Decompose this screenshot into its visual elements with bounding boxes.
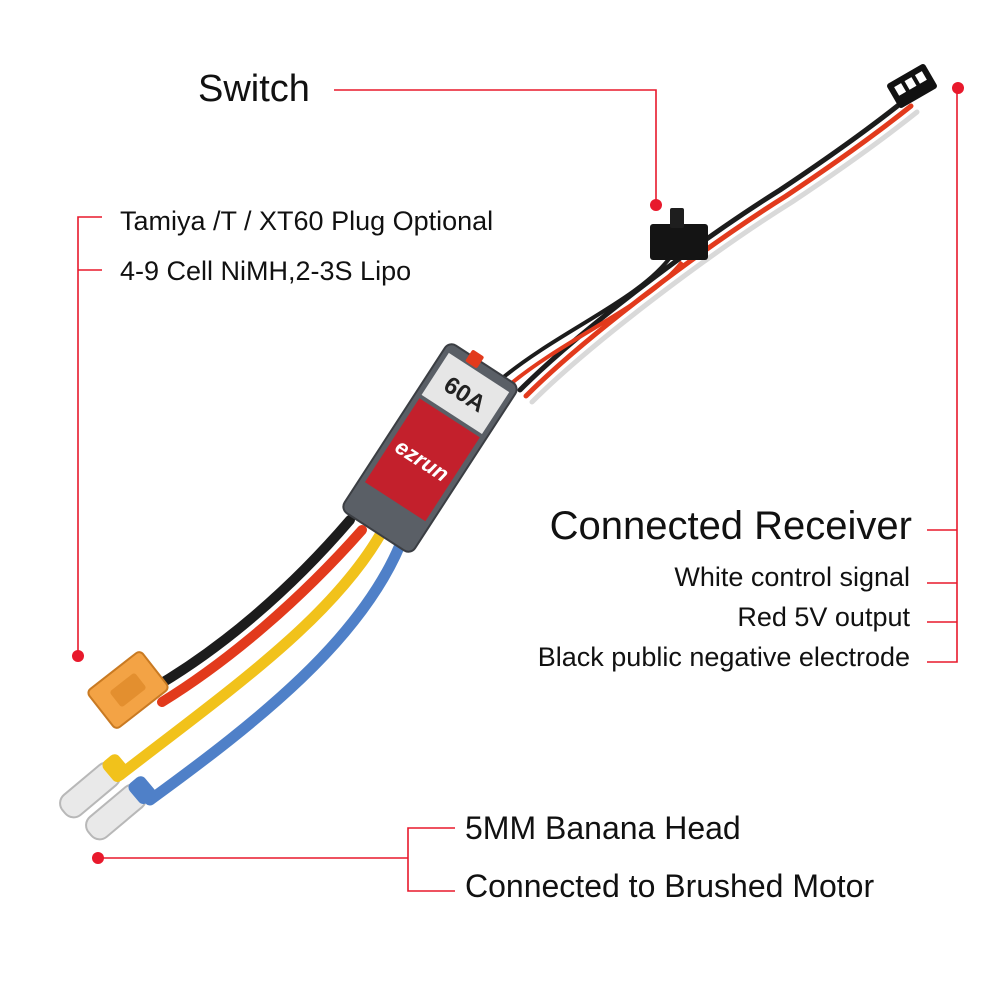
motor-wire-blue (144, 539, 406, 806)
red-output-label: Red 5V output (737, 602, 910, 632)
white-signal-label: White control signal (674, 562, 910, 592)
switch-wire-red (506, 260, 684, 388)
switch-wire-black (498, 253, 674, 382)
receiver-lead (517, 63, 937, 405)
switch-dot (650, 199, 662, 211)
esc-body: 60A ezrun (342, 343, 518, 553)
receiver-dot (952, 82, 964, 94)
leader-lines (77, 88, 958, 892)
battery-dot (72, 650, 84, 662)
black-negative-label: Black public negative electrode (537, 642, 910, 672)
battery-wire-black (145, 515, 355, 695)
motor-dot (92, 852, 104, 864)
plug-label: Tamiya /T / XT60 Plug Optional (120, 206, 494, 236)
brushed-motor-label: Connected to Brushed Motor (465, 868, 875, 904)
receiver-label: Connected Receiver (549, 504, 912, 548)
motor-wire-yellow (114, 529, 386, 781)
banana-connector-blue (85, 776, 156, 841)
switch-lead (498, 253, 684, 388)
cell-count-label: 4-9 Cell NiMH,2-3S Lipo (120, 256, 412, 286)
power-wires (114, 515, 406, 806)
banana-head-label: 5MM Banana Head (465, 810, 741, 846)
motor-bracket (407, 827, 455, 892)
receiver-wire-white (529, 109, 920, 405)
battery-wire-red (157, 525, 367, 707)
xt60-plug (87, 651, 169, 729)
switch-icon (650, 208, 708, 260)
switch-leader (334, 89, 657, 202)
switch-label: Switch (198, 68, 310, 110)
receiver-leader (927, 88, 958, 663)
banana-connector-yellow (59, 754, 130, 819)
leader-dots (72, 82, 964, 864)
battery-leader (77, 216, 102, 655)
banana-connectors (59, 754, 156, 841)
servo-connector (887, 63, 937, 109)
receiver-wire-red (523, 103, 914, 399)
